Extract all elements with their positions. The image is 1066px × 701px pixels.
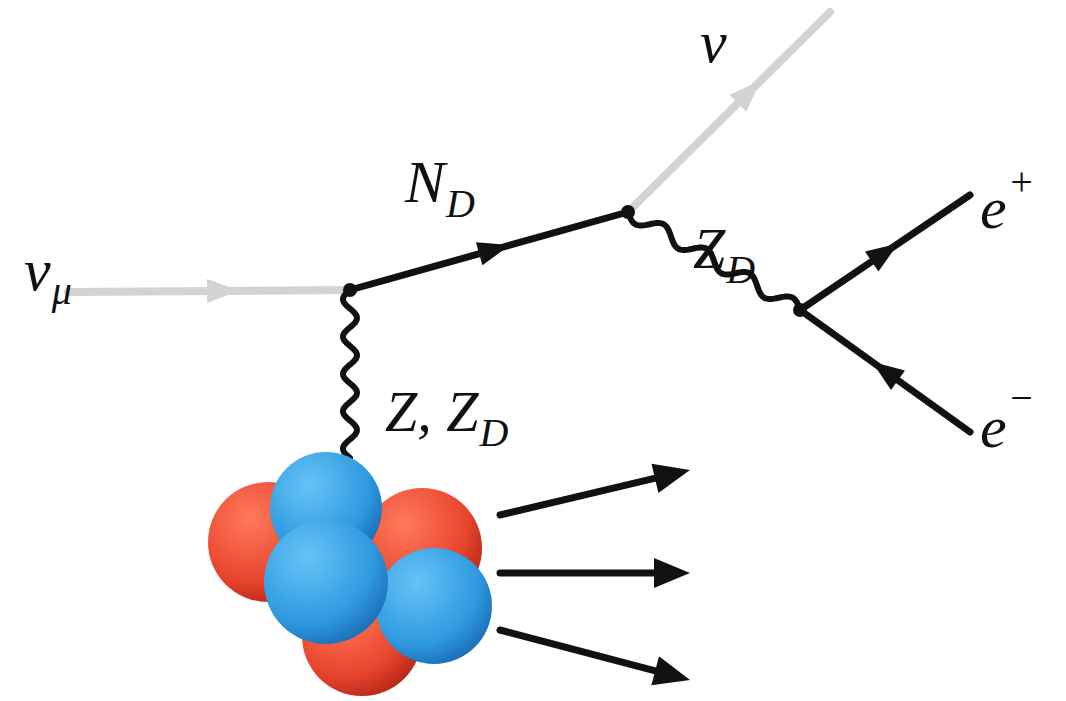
arrowhead bbox=[865, 244, 898, 272]
boson-symbol: Z, Z bbox=[385, 383, 479, 441]
propagator-lines bbox=[68, 12, 970, 458]
particle-symbol: ν bbox=[24, 240, 51, 300]
charge-superscript: − bbox=[1008, 378, 1035, 418]
hadron-arrow bbox=[500, 476, 663, 515]
subscript: D bbox=[726, 250, 755, 290]
boson-line bbox=[343, 290, 357, 458]
particle-symbol: ν bbox=[700, 12, 727, 72]
vertex bbox=[793, 303, 807, 317]
particle-symbol: e bbox=[980, 397, 1007, 457]
arrowhead bbox=[654, 558, 690, 588]
arrowhead bbox=[652, 464, 690, 493]
hadron-arrow bbox=[500, 630, 663, 673]
arrowhead bbox=[476, 242, 510, 265]
vertex bbox=[343, 283, 357, 297]
subscript: D bbox=[446, 184, 475, 224]
subscript: D bbox=[480, 413, 509, 453]
neutrino-line bbox=[628, 12, 830, 212]
outgoing-hadrons bbox=[500, 464, 690, 686]
subscript: μ bbox=[52, 271, 72, 311]
arrowhead bbox=[872, 362, 905, 390]
nucleus bbox=[208, 452, 492, 696]
hadron-arrow bbox=[500, 570, 662, 577]
fermion-line bbox=[350, 212, 628, 290]
particle-symbol: Z bbox=[693, 220, 725, 278]
particle-symbol: e bbox=[980, 178, 1007, 238]
arrowhead bbox=[651, 656, 690, 685]
boson-line bbox=[628, 212, 800, 310]
arrowhead bbox=[207, 279, 239, 303]
charge-superscript: + bbox=[1008, 162, 1035, 202]
fermion-line bbox=[800, 310, 970, 432]
particle-symbol: N bbox=[405, 152, 445, 212]
vertex bbox=[621, 205, 635, 219]
arrowhead bbox=[729, 81, 760, 112]
fermion-line bbox=[800, 195, 970, 310]
